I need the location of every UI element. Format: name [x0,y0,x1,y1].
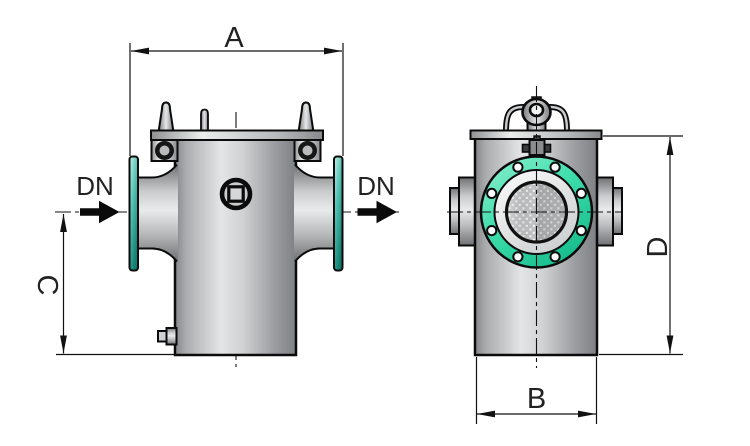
bolt-holes [486,161,587,263]
flow-arrow-outlet [357,200,397,224]
outlet-nozzle [294,165,335,261]
drain-plug [157,327,178,346]
cover-center-pin [200,108,209,133]
label-dn-outlet: DN [357,171,395,201]
vessel-body-front [173,137,298,357]
dimension-a: A [129,22,344,156]
label-dimension-d: D [642,237,674,258]
cover-eyebolt-right [297,101,315,133]
square-head-plug [219,177,253,211]
outlet-flange-gasket [333,155,344,272]
dimension-c: C [31,214,67,354]
cover-lug-right [293,139,322,162]
arrowhead-down [666,335,674,354]
arrowhead-left [477,410,495,418]
arrowhead-right [578,410,596,418]
arrowhead-right [324,47,342,55]
arrowhead-left [131,47,149,55]
cover-eyebolt-left [157,101,175,133]
label-dimension-b: B [527,383,546,415]
label-dn-inlet: DN [76,171,114,201]
flow-arrow-inlet [80,200,120,224]
cover-lug-left [150,139,179,162]
label-dimension-a: A [224,22,244,54]
cover-lid-front [150,129,324,141]
inlet-flange-gasket [128,155,139,272]
lug-hole [159,145,170,156]
arrowhead-down [60,335,67,354]
side-view: D B [447,86,683,424]
arrowhead-up [60,214,67,232]
label-dimension-c: C [31,275,63,296]
front-view: A [31,22,399,367]
flow-outlet: DN [357,171,397,224]
dimension-b: B [475,357,598,424]
dimension-d: D [599,135,683,356]
inlet-nozzle [137,165,178,261]
inlet-nozzle-outline [137,163,178,263]
arrowhead-up [666,137,674,155]
outlet-nozzle-outline [294,163,335,263]
flow-inlet: DN [76,171,120,224]
lug-hole [302,145,313,156]
